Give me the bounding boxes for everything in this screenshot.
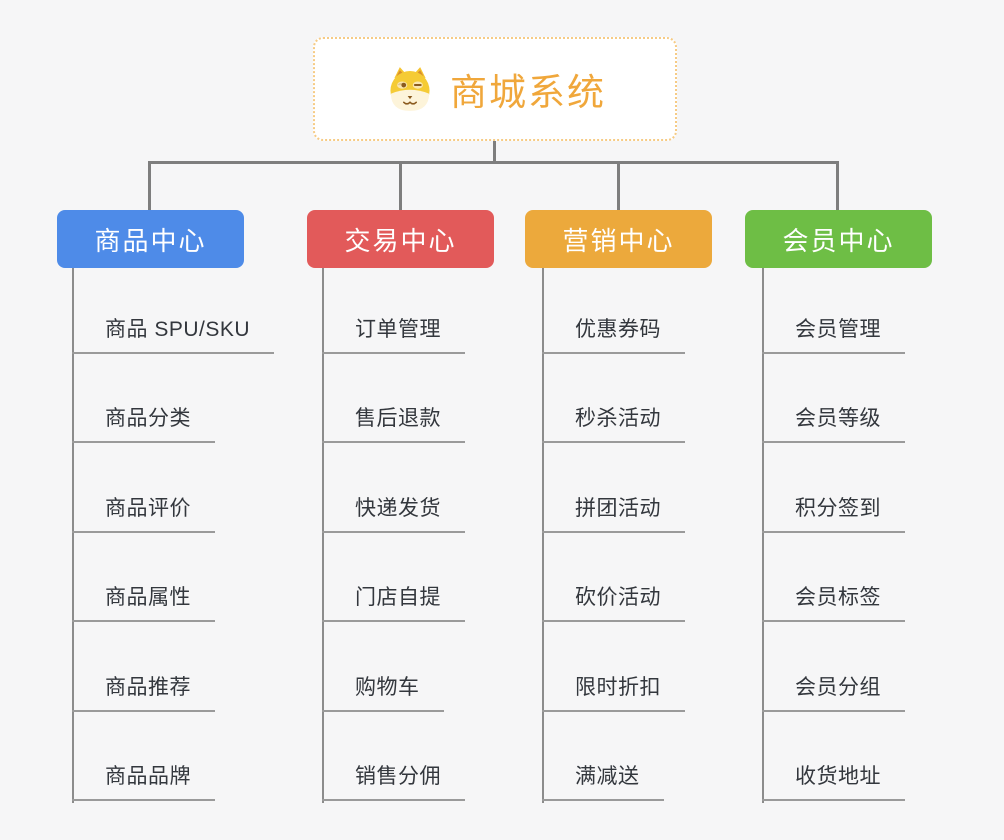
- connector-root-stub: [493, 141, 496, 162]
- leaf-node[interactable]: 订单管理: [322, 310, 465, 354]
- leaf-node[interactable]: 商品品牌: [72, 757, 215, 801]
- root-node[interactable]: 商城系统: [313, 37, 677, 141]
- leaf-node[interactable]: 会员管理: [762, 310, 905, 354]
- leaf-node[interactable]: 销售分佣: [322, 757, 465, 801]
- leaf-node[interactable]: 收货地址: [762, 757, 905, 801]
- leaf-node[interactable]: 购物车: [322, 668, 444, 712]
- leaf-node[interactable]: 售后退款: [322, 399, 465, 443]
- leaf-node[interactable]: 商品分类: [72, 399, 215, 443]
- branch-trunk-4: [762, 268, 764, 803]
- leaf-node[interactable]: 会员分组: [762, 668, 905, 712]
- leaf-node[interactable]: 会员等级: [762, 399, 905, 443]
- leaf-node[interactable]: 商品推荐: [72, 668, 215, 712]
- branch-node-product-center[interactable]: 商品中心: [57, 210, 244, 268]
- leaf-node[interactable]: 优惠券码: [542, 310, 685, 354]
- branch-trunk-1: [72, 268, 74, 803]
- leaf-node[interactable]: 快递发货: [322, 489, 465, 533]
- branch-label: 营销中心: [562, 225, 675, 256]
- leaf-node[interactable]: 限时折扣: [542, 668, 685, 712]
- connector-drop-4: [836, 161, 839, 210]
- leaf-node[interactable]: 砍价活动: [542, 578, 685, 622]
- leaf-node[interactable]: 积分签到: [762, 489, 905, 533]
- leaf-node[interactable]: 商品 SPU/SKU: [72, 310, 275, 354]
- connector-drop-1: [148, 161, 151, 210]
- leaf-node[interactable]: 秒杀活动: [542, 399, 685, 443]
- branch-node-marketing-center[interactable]: 营销中心: [525, 210, 712, 268]
- root-title: 商城系统: [450, 72, 606, 113]
- leaf-node[interactable]: 商品属性: [72, 578, 215, 622]
- connector-horizontal-bar: [148, 161, 839, 164]
- leaf-node[interactable]: 商品评价: [72, 489, 215, 533]
- leaf-node[interactable]: 门店自提: [322, 578, 465, 622]
- connector-drop-2: [399, 161, 402, 210]
- branch-node-trade-center[interactable]: 交易中心: [307, 210, 494, 268]
- leaf-node[interactable]: 满减送: [542, 757, 664, 801]
- branch-trunk-3: [542, 268, 544, 803]
- branch-label: 商品中心: [94, 225, 207, 256]
- branch-label: 交易中心: [344, 225, 457, 256]
- leaf-node[interactable]: 会员标签: [762, 578, 905, 622]
- branch-node-member-center[interactable]: 会员中心: [745, 210, 932, 268]
- branch-label: 会员中心: [782, 225, 895, 256]
- connector-drop-3: [617, 161, 620, 210]
- dog-face-icon: [390, 67, 430, 111]
- leaf-node[interactable]: 拼团活动: [542, 489, 685, 533]
- branch-trunk-2: [322, 268, 324, 803]
